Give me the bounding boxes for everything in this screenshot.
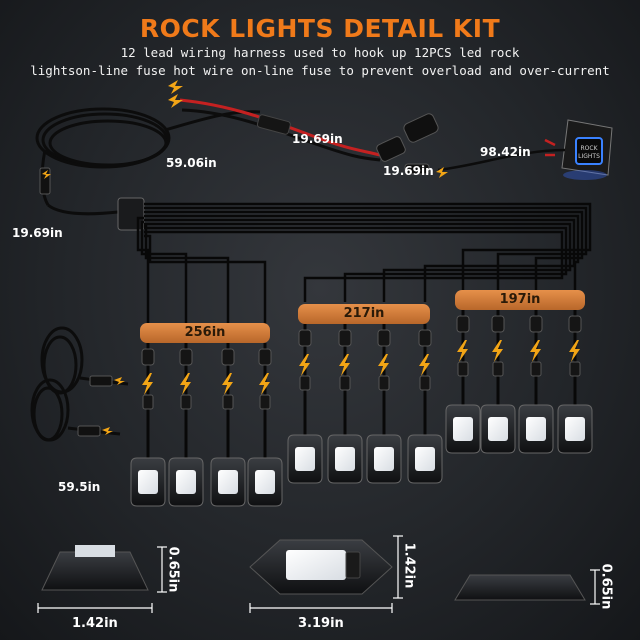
subtitle-line-2: lightson-line fuse hot wire on-line fuse… — [30, 63, 610, 78]
pod-connector-12 — [568, 315, 582, 333]
pod-lens-5 — [295, 447, 315, 471]
pod-lens-12 — [565, 417, 585, 441]
bolt-icon — [378, 354, 389, 376]
pod-connector-6 — [338, 329, 352, 347]
extension-cables — [30, 326, 129, 442]
hub-length-label: 19.69in — [12, 226, 63, 240]
harness-connector — [376, 113, 439, 162]
ring-terminals — [168, 80, 183, 108]
pod-connector-1 — [141, 348, 155, 366]
inline-connector — [404, 163, 448, 178]
pod-lens-3 — [218, 470, 238, 494]
group-3-length: 197in — [499, 292, 541, 307]
pod-lens-7 — [374, 447, 394, 471]
pod-plug-10 — [492, 361, 504, 377]
bolt-icon — [259, 373, 270, 395]
pod-connector-3 — [221, 348, 235, 366]
switch-text-line-2: LIGHTS — [578, 153, 600, 160]
pod-plug-3 — [222, 394, 234, 410]
bolt-icon — [142, 373, 153, 395]
pod-plug-5 — [299, 375, 311, 391]
pod-lens-11 — [526, 417, 546, 441]
rock-light-pods — [130, 310, 593, 507]
power-wires — [179, 98, 381, 162]
pod-lens-4 — [255, 470, 275, 494]
fuse-wire-length-label: 19.69in — [292, 132, 343, 146]
pod-connector-7 — [377, 329, 391, 347]
bolt-icon — [457, 340, 468, 362]
connector-length-label: 19.69in — [383, 164, 434, 178]
subtitle-line-1: 12 lead wiring harness used to hook up 1… — [120, 45, 520, 60]
bolt-icon — [419, 354, 430, 376]
bolt-icon — [339, 354, 350, 376]
group-band-1 — [140, 323, 270, 343]
pod-top-view — [249, 539, 393, 595]
pod-plug-8 — [419, 375, 431, 391]
pod-connector-9 — [456, 315, 470, 333]
pod-plug-9 — [457, 361, 469, 377]
pod-lens-10 — [488, 417, 508, 441]
pod-connector-5 — [298, 329, 312, 347]
pod-connector-8 — [418, 329, 432, 347]
pod-plug-12 — [569, 361, 581, 377]
pod-plug-11 — [530, 361, 542, 377]
page-title: ROCK LIGHTS DETAIL KIT — [139, 14, 501, 43]
pod-profile-view — [454, 574, 586, 601]
bolt-icon — [530, 340, 541, 362]
top-width-label: 1.42in — [401, 542, 417, 589]
main-harness-coil — [35, 107, 261, 206]
pod-side-view — [41, 545, 149, 591]
group-band-2 — [298, 304, 430, 324]
group-1-length: 256in — [184, 325, 226, 340]
pod-plug-4 — [259, 394, 271, 410]
pod-plug-7 — [378, 375, 390, 391]
pod-connector-4 — [258, 348, 272, 366]
side-width-label: 1.42in — [72, 616, 118, 631]
pod-lens-2 — [176, 470, 196, 494]
switch-wires — [437, 138, 566, 172]
extension-length-label: 59.5in — [58, 480, 101, 494]
dimension-lines — [37, 535, 600, 613]
side-height-label: 0.65in — [165, 546, 181, 593]
loop-length-label: 59.06in — [166, 156, 217, 170]
group-2-length: 217in — [343, 306, 385, 321]
pod-connector-11 — [529, 315, 543, 333]
pod-plug-2 — [180, 394, 192, 410]
bolt-icon — [180, 373, 191, 395]
bolt-icon — [222, 373, 233, 395]
pod-lens-6 — [335, 447, 355, 471]
pod-lens-1 — [138, 470, 158, 494]
extension-plugs — [77, 375, 125, 437]
top-length-label: 3.19in — [298, 616, 344, 631]
switch-text-line-1: ROCK — [580, 145, 598, 152]
harness-bundle — [136, 202, 592, 325]
group-band-3 — [455, 290, 585, 310]
bolt-icon — [492, 340, 503, 362]
rocker-switch: ROCK LIGHTS — [561, 119, 613, 180]
pod-plug-1 — [142, 394, 154, 410]
bolt-icon — [299, 354, 310, 376]
pod-lens-9 — [453, 417, 473, 441]
bolt-icon — [569, 340, 580, 362]
fuse-holder — [256, 114, 291, 135]
pod-connector-10 — [491, 315, 505, 333]
pod-connector-2 — [179, 348, 193, 366]
pod-plug-6 — [339, 375, 351, 391]
profile-height-label: 0.65in — [598, 563, 614, 610]
switch-wire-length-label: 98.42in — [480, 145, 531, 159]
pod-lens-8 — [415, 447, 435, 471]
left-connector — [39, 167, 51, 195]
